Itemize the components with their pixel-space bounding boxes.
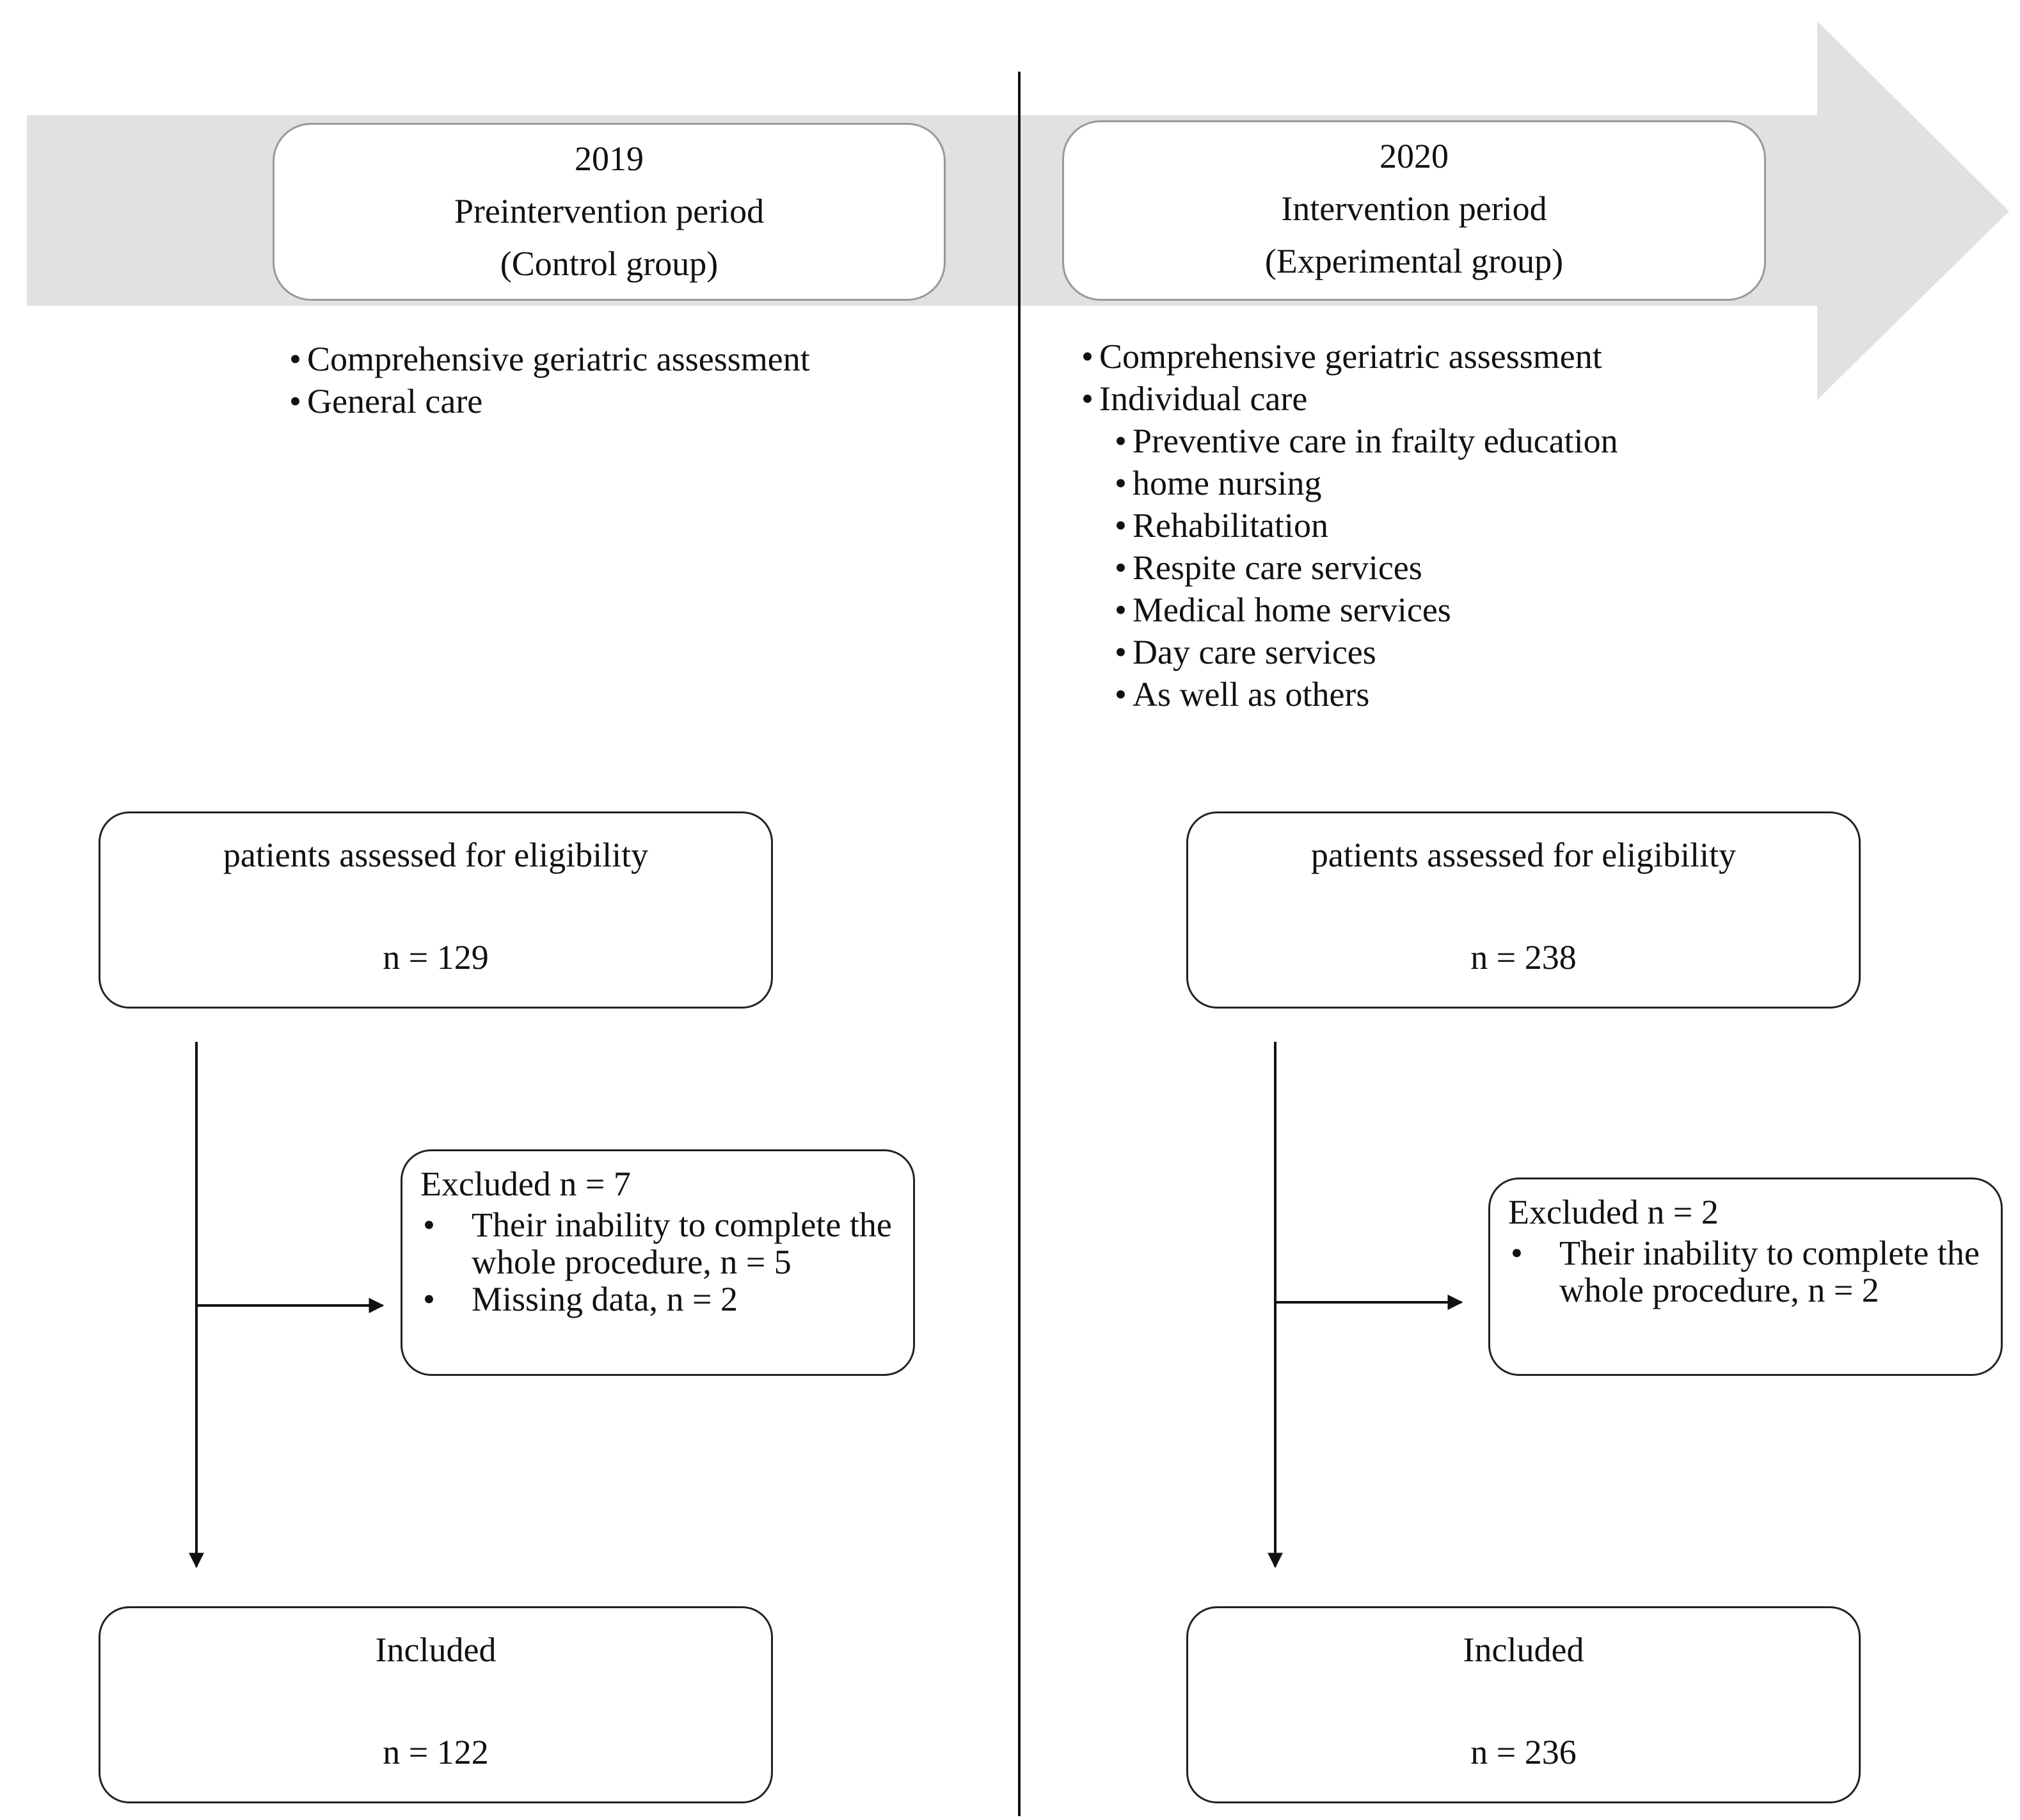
- right-period-box: 2020 Intervention period (Experimental g…: [1062, 120, 1766, 301]
- right-assessed-box: patients assessed for eligibility n = 23…: [1186, 811, 1861, 1009]
- left-excluded-reason: Their inability to complete the whole pr…: [420, 1206, 913, 1281]
- left-period-box: 2019 Preintervention period (Control gro…: [273, 123, 946, 301]
- left-included-label: Included: [375, 1631, 497, 1669]
- right-care-subitem: As well as others: [1080, 673, 1618, 715]
- left-care-item: Comprehensive geriatric assessment: [288, 338, 810, 380]
- left-assessed-count: n = 129: [383, 938, 489, 977]
- left-excluded-reasons: Their inability to complete the whole pr…: [420, 1206, 913, 1318]
- right-assessed-count: n = 238: [1470, 938, 1577, 977]
- right-care-subitem: Rehabilitation: [1080, 504, 1618, 547]
- left-assessed-label: patients assessed for eligibility: [223, 836, 649, 874]
- left-included-box: Included n = 122: [99, 1606, 773, 1803]
- left-excluded-header: Excluded n = 7: [420, 1165, 631, 1203]
- right-year: 2020: [1380, 137, 1449, 175]
- right-care-item: Individual care: [1080, 378, 1618, 420]
- right-included-box: Included n = 236: [1186, 1606, 1861, 1803]
- right-excluded-box: Excluded n = 2 Their inability to comple…: [1488, 1177, 2003, 1376]
- right-included-label: Included: [1463, 1631, 1584, 1669]
- right-excluded-reasons: Their inability to complete the whole pr…: [1508, 1234, 2001, 1309]
- right-care-subitem: Day care services: [1080, 631, 1618, 673]
- right-care-subitem: Preventive care in frailty education: [1080, 420, 1618, 462]
- left-excluded-reason: Missing data, n = 2: [420, 1281, 913, 1318]
- left-care-list: Comprehensive geriatric assessment Gener…: [288, 338, 810, 422]
- left-excluded-box: Excluded n = 7 Their inability to comple…: [401, 1149, 915, 1376]
- right-group-label: (Experimental group): [1264, 242, 1564, 280]
- right-care-subitem: Medical home services: [1080, 589, 1618, 631]
- right-care-subitem: home nursing: [1080, 462, 1618, 504]
- left-year: 2019: [575, 140, 644, 178]
- right-period-title: Intervention period: [1281, 189, 1547, 228]
- right-care-subitem: Respite care services: [1080, 547, 1618, 589]
- right-excluded-reason: Their inability to complete the whole pr…: [1508, 1234, 2001, 1309]
- right-assessed-label: patients assessed for eligibility: [1310, 836, 1737, 874]
- left-assessed-box: patients assessed for eligibility n = 12…: [99, 811, 773, 1009]
- right-care-list: Comprehensive geriatric assessment Indiv…: [1080, 335, 1618, 715]
- left-group-label: (Control group): [500, 244, 719, 283]
- left-included-count: n = 122: [383, 1733, 489, 1771]
- right-included-count: n = 236: [1470, 1733, 1577, 1771]
- right-excluded-header: Excluded n = 2: [1508, 1193, 1719, 1231]
- right-care-item: Comprehensive geriatric assessment: [1080, 335, 1618, 378]
- left-period-title: Preintervention period: [454, 192, 765, 230]
- left-care-item: General care: [288, 380, 810, 422]
